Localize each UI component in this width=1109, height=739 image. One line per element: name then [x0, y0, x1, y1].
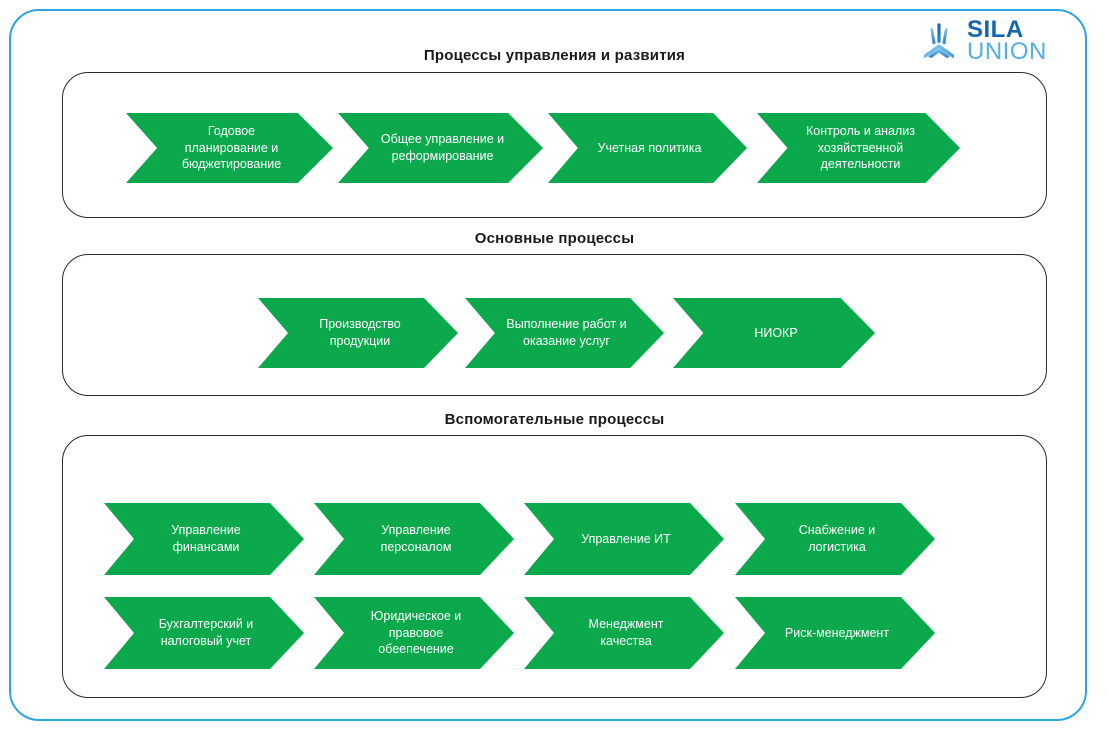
section-title-management: Процессы управления и развития: [423, 47, 686, 64]
process-chevron-label: Риск-менеджмент: [784, 625, 890, 640]
trident-logo-icon: [924, 23, 954, 59]
process-chevron[interactable]: Управление ИТ: [524, 503, 724, 575]
process-chevron[interactable]: Риск-менеджмент: [735, 597, 935, 669]
section-title-core: Основные процессы: [474, 230, 635, 247]
process-chevron-label: Учетная политика: [597, 140, 702, 155]
process-chevron-label: НИОКР: [754, 325, 798, 340]
logo-secondary-text: UNION: [967, 38, 1047, 65]
sila-union-logo: SILA UNION: [918, 15, 1058, 65]
process-chevron-label: Управление ИТ: [581, 531, 671, 546]
outer-frame: [9, 9, 1087, 721]
logo-primary-text: SILA: [967, 15, 1024, 43]
section-title-support: Вспомогательные процессы: [444, 411, 665, 428]
logo-wordmark: SILA UNION: [967, 15, 1047, 65]
process-chevron[interactable]: НИОКР: [673, 298, 875, 368]
process-chevron[interactable]: Учетная политика: [548, 113, 747, 183]
